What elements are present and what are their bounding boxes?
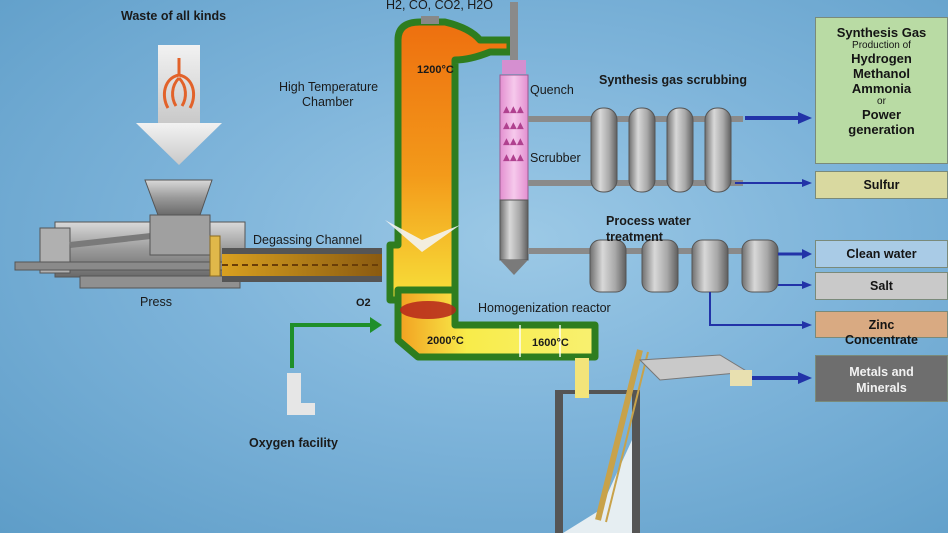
svg-text:▲▲▲: ▲▲▲ — [503, 137, 524, 147]
temp-2000-label: 2000°C — [427, 335, 464, 347]
output-arrows — [709, 112, 812, 384]
quench-label: Quench — [530, 83, 574, 97]
degassing-channel — [222, 248, 382, 282]
clean-water-label: Clean water — [846, 247, 917, 261]
metals-label: Metals and — [849, 365, 914, 379]
high-temperature-chamber — [386, 16, 514, 304]
press-label: Press — [140, 295, 172, 309]
svg-text:▲▲▲: ▲▲▲ — [503, 121, 524, 131]
oxygen-facility — [287, 373, 315, 415]
oxygen-facility-label: Oxygen facility — [249, 436, 338, 450]
homogenization-reactor — [394, 286, 599, 361]
synthesis-gas-power: Power — [861, 107, 901, 122]
chamber-baffle — [385, 220, 460, 252]
temp-1200-label: 1200°C — [417, 64, 454, 76]
water-treatment-tanks — [528, 239, 779, 293]
gas-formula-label: H2, CO, CO2, H2O — [386, 0, 493, 12]
concentrate-label: Concentrate — [845, 333, 918, 347]
synthesis-gas-generation: generation — [848, 122, 915, 137]
chamber-label-line2: Chamber — [302, 95, 354, 109]
svg-text:▲▲▲: ▲▲▲ — [503, 153, 524, 163]
oxygen-feed-arrow — [290, 317, 382, 368]
degassing-channel-label: Degassing Channel — [253, 233, 363, 247]
gas-scrubbing-tanks — [528, 107, 743, 193]
output-salt: Salt — [815, 272, 948, 300]
synthesis-gas-ammonia: Ammonia — [851, 81, 912, 96]
scrubber-column — [499, 74, 529, 275]
minerals-label: Minerals — [856, 381, 907, 395]
scrubber-label: Scrubber — [530, 151, 581, 165]
synthesis-gas-title: Synthesis Gas — [836, 25, 927, 40]
output-zinc-concentrate: Zinc Concentrate — [815, 311, 948, 347]
temp-1600-label: 1600°C — [532, 337, 569, 349]
process-water-label-line1: Process water — [606, 214, 691, 228]
output-sulfur: Sulfur — [815, 171, 948, 199]
press-machine — [14, 179, 266, 289]
zinc-label: Zinc — [868, 318, 895, 332]
slag-conveyor — [595, 349, 752, 523]
homogenization-reactor-label: Homogenization reactor — [478, 301, 611, 315]
synthesis-gas-hydrogen: Hydrogen — [851, 51, 912, 66]
grabber-claw-icon — [162, 58, 196, 109]
output-clean-water: Clean water — [815, 240, 948, 268]
gas-outlet-pipe — [502, 2, 526, 74]
sulfur-label: Sulfur — [863, 178, 900, 192]
synthesis-gas-methanol: Methanol — [852, 66, 911, 81]
output-synthesis-gas: Synthesis Gas Production of Hydrogen Met… — [815, 17, 948, 164]
synthesis-gas-scrubbing-label: Synthesis gas scrubbing — [599, 73, 747, 87]
salt-label: Salt — [870, 279, 893, 293]
synthesis-gas-or: or — [877, 96, 886, 107]
o2-label: O2 — [356, 297, 371, 309]
scrubber-spray-icons: ▲▲▲ ▲▲▲ ▲▲▲ ▲▲▲ — [503, 105, 524, 163]
waste-label: Waste of all kinds — [121, 9, 227, 23]
slag-pit — [555, 358, 640, 533]
synthesis-gas-subtitle: Production of — [852, 40, 911, 51]
output-metals-minerals: Metals and Minerals — [815, 355, 948, 402]
svg-text:▲▲▲: ▲▲▲ — [503, 105, 524, 115]
process-water-label-line2: treatment — [606, 230, 663, 244]
chamber-label-line1: High Temperature — [279, 80, 379, 94]
